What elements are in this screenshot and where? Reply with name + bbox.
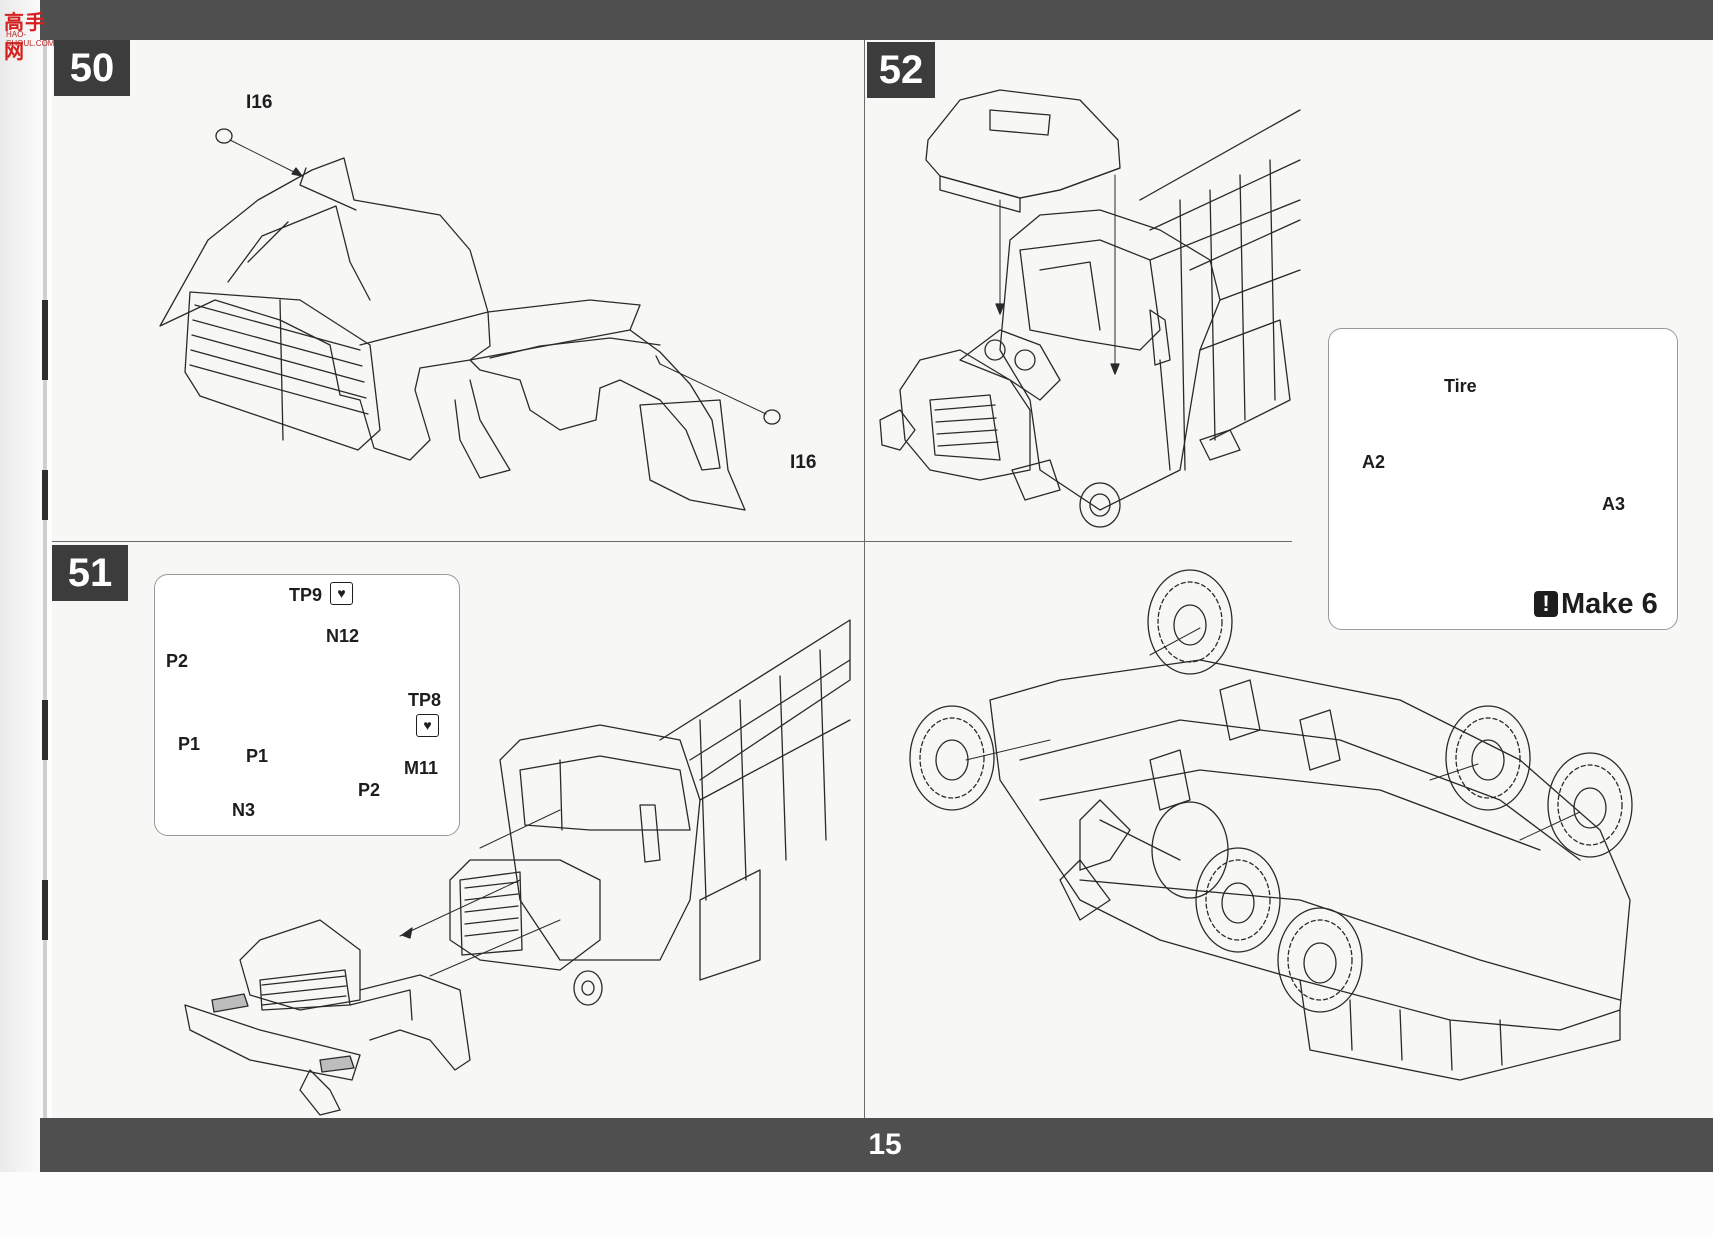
quantity-note: !Make 6 (1534, 588, 1658, 621)
step-52-tire-callout (1328, 328, 1678, 630)
binding-mark (42, 470, 48, 520)
panel-divider-vertical (864, 40, 865, 1118)
step-50-cab-shell (160, 129, 780, 510)
part-label-m11: M11 (404, 758, 439, 778)
step-52-cab-assembly (880, 90, 1300, 527)
exclamation-icon: ! (1534, 591, 1558, 617)
part-label-i16-right: I16 (790, 452, 817, 473)
part-label-a2: A2 (1362, 452, 1386, 472)
panel-divider-horizontal (52, 541, 1292, 542)
step-number-50: 50 (54, 40, 130, 96)
watermark-latin: HAO-SHOUL.COM (6, 30, 55, 48)
part-label-tp8: TP8 (408, 690, 442, 710)
step-number-51: 51 (52, 545, 128, 601)
part-label-p1-left: P1 (178, 734, 201, 754)
glue-drop-icon: ♥ (330, 582, 353, 605)
binding-mark (42, 880, 48, 940)
part-label-n12: N12 (326, 626, 360, 646)
part-label-a3: A3 (1602, 494, 1626, 514)
quantity-note-text: Make 6 (1561, 588, 1658, 620)
part-label-p2-left: P2 (166, 651, 189, 671)
page-binding (0, 0, 52, 1236)
glue-drop-icon: ♥ (416, 714, 439, 737)
bottom-bar (40, 1118, 1713, 1172)
part-label-p1-center: P1 (246, 746, 269, 766)
watermark-chinese: 高手网 (4, 12, 46, 63)
step-number-52: 52 (867, 42, 935, 98)
step-51-detail-callout (154, 574, 460, 836)
top-bar (40, 0, 1713, 40)
page-bottom-margin (0, 1172, 1713, 1236)
watermark-logo: 高手网 HAO-SHOUL.COM (4, 6, 66, 63)
binding-edge (43, 30, 47, 1170)
part-label-tire: Tire (1444, 376, 1477, 396)
page-number: 15 (868, 1128, 902, 1161)
binding-mark (42, 700, 48, 760)
part-label-p2-right: P2 (358, 780, 381, 800)
step-52-chassis-wheels (910, 570, 1632, 1080)
binding-mark (42, 300, 48, 380)
part-label-tp9: TP9 (289, 585, 323, 605)
step-51-truck-assembly (185, 620, 850, 1115)
part-label-n3: N3 (232, 800, 256, 820)
part-label-i16-top: I16 (246, 92, 273, 113)
